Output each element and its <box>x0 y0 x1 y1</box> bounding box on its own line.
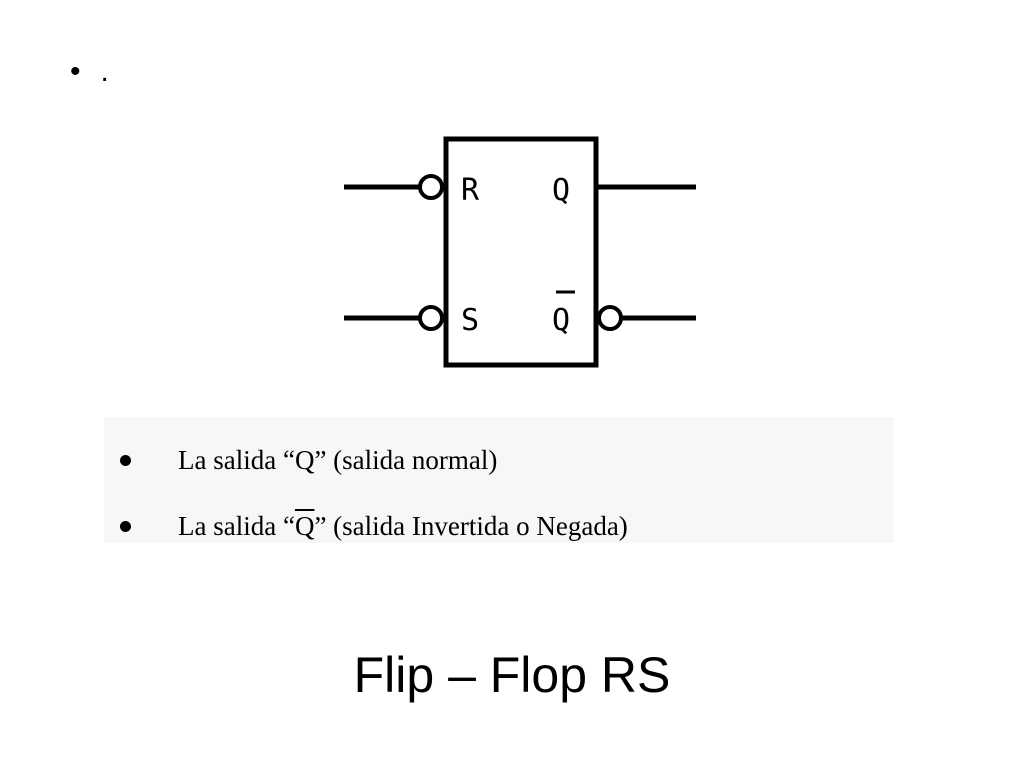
note-symbol-negated: Q <box>294 511 315 541</box>
pin-label-s: S <box>461 303 479 338</box>
note-bullet <box>120 455 131 466</box>
note-suffix: ” (salida Invertida o Negada) <box>314 511 628 541</box>
note-prefix: La salida “ <box>178 445 295 475</box>
note-suffix: ” (salida normal) <box>314 445 498 475</box>
pin-label-qbar: Q <box>552 303 570 338</box>
bullet-marker: • <box>70 55 81 88</box>
r-inversion-bubble <box>418 174 444 200</box>
qbar-inversion-bubble <box>597 305 623 331</box>
pin-label-q: Q <box>552 173 570 208</box>
pin-label-r: R <box>461 173 480 208</box>
flipflop-box <box>443 136 599 368</box>
note-symbol: Q <box>294 445 315 475</box>
rs-flipflop-diagram: R S Q Q <box>344 136 696 368</box>
bullet-text: . <box>100 55 109 88</box>
s-inversion-bubble <box>418 305 444 331</box>
note-bullet <box>120 521 131 532</box>
top-bullet: •. <box>70 52 109 92</box>
slide-title: Flip – Flop RS <box>353 647 671 703</box>
output-notes: La salida “Q” (salida normal) La salida … <box>104 417 894 543</box>
note-prefix: La salida “ <box>178 511 295 541</box>
note-text: La salida “Q” (salida normal) <box>178 440 497 480</box>
note-text: La salida “Q” (salida Invertida o Negada… <box>178 506 628 546</box>
